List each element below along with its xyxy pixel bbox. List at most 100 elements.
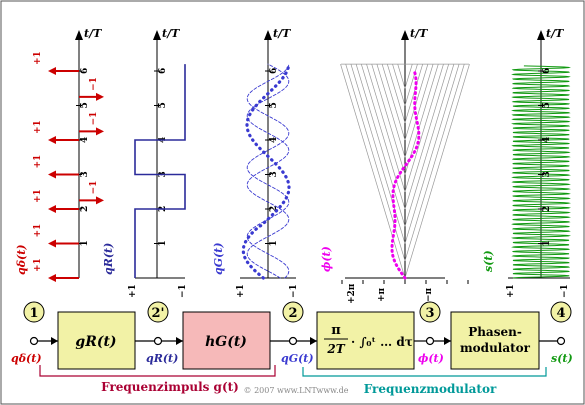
node-badge-4: 4: [550, 301, 572, 323]
node-1-terminal: [29, 336, 39, 346]
frequenzimpuls-label: Frequenzimpuls g(t): [101, 380, 239, 394]
impulse-label: +1: [33, 155, 43, 169]
time-tick-label: 6: [542, 68, 552, 74]
block-diagram: 1 2' 2 3 4 gR(t): [11, 301, 573, 396]
time-tick-label: 6: [269, 68, 279, 74]
time-axis-label: t/T: [162, 27, 180, 40]
tick-plus-pi: +π: [377, 287, 387, 302]
signal-label-q-delta: qδ(t): [11, 352, 42, 365]
signal-label-q-g: qG(t): [281, 352, 314, 365]
node-3-terminal: [425, 336, 435, 346]
svg-text:π: π: [331, 323, 341, 338]
time-tick-label: 4: [80, 137, 90, 143]
time-axis-label: t/T: [84, 27, 102, 40]
q-g-ylabel: qG(t): [212, 242, 225, 275]
tick-minus-pi: −π: [424, 287, 434, 302]
s-ylabel: s(t): [482, 250, 495, 272]
svg-text:4: 4: [556, 306, 565, 321]
node-2prime-terminal: [153, 336, 163, 346]
time-axis-label: t/T: [410, 27, 428, 40]
bracket-frequenzmodulator: [302, 367, 547, 377]
impulse-label: +1: [33, 120, 43, 134]
svg-text:Phasen-: Phasen-: [468, 325, 522, 339]
svg-text:gR(t): gR(t): [75, 334, 116, 350]
q-g-waveforms: [241, 62, 291, 280]
q-r-ylabel: qR(t): [102, 243, 115, 275]
node-badge-1: 1: [23, 301, 45, 323]
block-integrator: π 2T · ∫₀ᵗ … dτ: [316, 311, 415, 370]
tick-minus-one: −1: [560, 284, 570, 298]
time-tick-label: 1: [158, 240, 168, 246]
node-4-terminal: [556, 336, 566, 346]
q-g-envelope-b: [246, 63, 290, 279]
impulse-arrowhead: [48, 136, 56, 144]
q-r-waveform: [134, 64, 186, 278]
s-waveform: [511, 65, 571, 279]
time-tick-label: 5: [80, 102, 90, 108]
impulse-arrowhead: [96, 92, 104, 101]
block-phase-modulator: Phasen- modulator: [450, 311, 540, 370]
impulse-arrowhead: [96, 127, 104, 136]
impulse-label: +1: [33, 189, 43, 203]
impulse-label: +1: [33, 224, 43, 238]
tick-plus-one: +1: [506, 284, 516, 298]
time-tick-label: 2: [542, 206, 552, 212]
tick-plus-one: +1: [236, 284, 246, 298]
time-tick-label: 1: [542, 240, 552, 246]
impulse-label: +1: [33, 258, 43, 272]
time-tick-label: 6: [80, 68, 90, 74]
node-2-terminal: [288, 336, 298, 346]
time-tick-label: 5: [269, 102, 279, 108]
tick-plus-one: +1: [128, 284, 138, 298]
impulse-label: −1: [89, 112, 99, 126]
signal-label-q-r: qR(t): [146, 352, 178, 365]
time-tick-label: 2: [269, 206, 279, 212]
node-badge-2prime: 2': [147, 301, 169, 323]
block-h-g: hG(t): [182, 311, 271, 370]
impulse-arrowhead: [48, 170, 56, 179]
svg-text:· ∫₀ᵗ … dτ: · ∫₀ᵗ … dτ: [351, 335, 413, 349]
svg-text:2: 2: [288, 306, 297, 321]
time-tick-label: 3: [542, 171, 552, 177]
node-badge-2: 2: [282, 301, 304, 323]
svg-text:2T: 2T: [326, 342, 345, 356]
impulse-arrows: +1+1+1−1+1+1−1−1+1: [33, 51, 104, 282]
tick-minus-one: −1: [289, 284, 299, 298]
impulse-arrowhead: [48, 67, 56, 75]
impulse-label: −1: [89, 181, 99, 195]
frequenzmodulator-label: Frequenzmodulator: [364, 382, 497, 396]
impulse-label: −1: [89, 77, 99, 91]
q-g-main-dotted: [241, 62, 291, 280]
time-tick-label: 6: [158, 68, 168, 74]
time-tick-label: 3: [80, 171, 90, 177]
time-axis-label: t/T: [546, 27, 564, 40]
time-tick-label: 5: [158, 102, 168, 108]
svg-text:2': 2': [151, 306, 164, 321]
time-tick-label: 5: [542, 102, 552, 108]
time-tick-label: 1: [269, 240, 279, 246]
phase-trellis: [340, 63, 470, 284]
tick-plus-two-pi: +2π: [347, 283, 357, 304]
block-g-r: gR(t): [57, 311, 136, 370]
signal-label-phi: ϕ(t): [418, 352, 444, 365]
svg-text:modulator: modulator: [460, 341, 531, 355]
time-tick-label: 1: [80, 240, 90, 246]
bracket-frequenzimpuls: [39, 365, 276, 377]
impulse-arrowhead: [48, 274, 56, 282]
signal-label-s: s(t): [551, 352, 573, 365]
time-axis-label: t/T: [273, 27, 291, 40]
panel-phi: t/T +2π +π −π ϕ(t): [320, 27, 470, 304]
impulse-arrowhead: [96, 196, 104, 205]
svg-text:hG(t): hG(t): [205, 334, 247, 350]
node-badge-3: 3: [419, 301, 441, 323]
copyright: © 2007 www.LNTwww.de: [244, 386, 349, 395]
q-delta-ylabel: qδ(t): [15, 244, 28, 275]
